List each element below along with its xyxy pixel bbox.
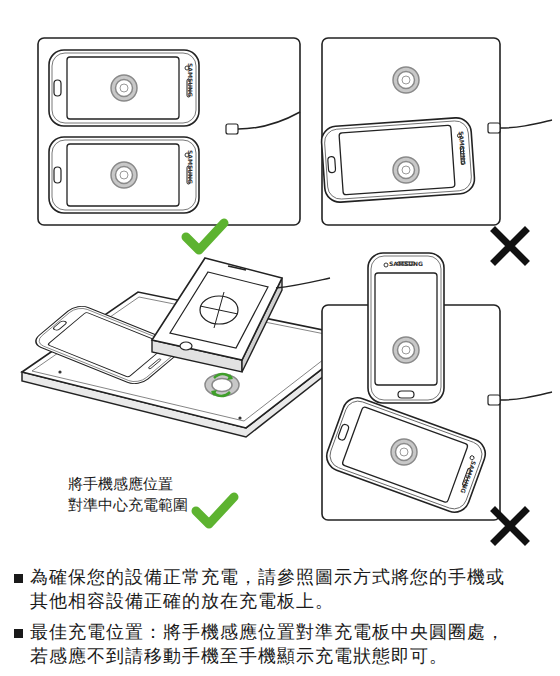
iphone-with-case: [152, 258, 330, 372]
brand-mark: SAMSUNG: [389, 261, 423, 267]
instruction-text: 為確保您的設備正常充電，請參照圖示方式將您的手機或其他相容設備正確的放在充電板上…: [30, 565, 522, 613]
brand-mark: SAMSUNG: [458, 131, 466, 165]
brand-mark: SAMSUNG: [187, 63, 193, 97]
instruction-text: 最佳充電位置：將手機感應位置對準充電板中央圓圈處，若感應不到請移動手機至手機顯示…: [30, 620, 522, 668]
brand-mark: SAMSUNG: [459, 460, 476, 494]
panel-wrong-one-phone: [321, 38, 552, 261]
brand-mark: SAMSUNG: [187, 150, 193, 184]
bullet-square: [14, 629, 23, 638]
panel-wrong-crossed: [322, 253, 552, 541]
panel-correct-two-phones: [38, 38, 300, 250]
placement-note: 將手機感應位置 對準中心充電範圍: [68, 474, 218, 516]
pad-center-coil: [205, 374, 239, 396]
bullet-square: [14, 574, 23, 583]
charging-pad-isometric: [22, 258, 362, 524]
